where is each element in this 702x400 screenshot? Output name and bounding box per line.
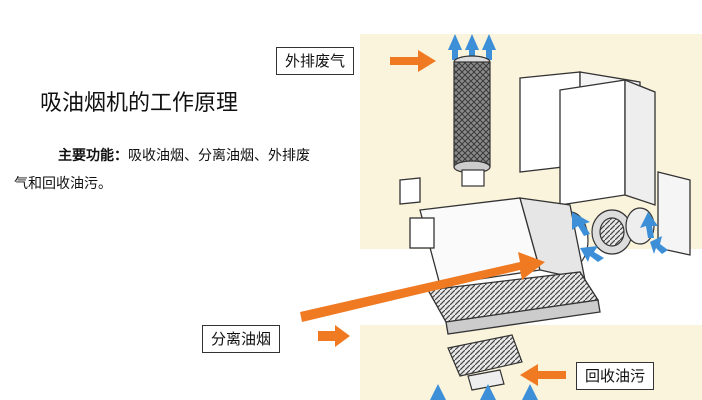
exhaust-out-arrows-icon <box>448 34 496 60</box>
description-text: 吸收油烟、分离油烟、外排废气和回收油污。 <box>14 148 310 192</box>
function-description: 主要功能：吸收油烟、分离油烟、外排废气和回收油污。 <box>14 142 314 198</box>
recover-label: 回收油污 <box>576 362 655 390</box>
separate-flow-arrow-icon <box>300 252 545 322</box>
separate-label: 分离油烟 <box>202 325 281 353</box>
description-lead: 主要功能： <box>58 148 128 164</box>
hood-housing <box>519 71 691 256</box>
separator-body <box>399 177 601 335</box>
exhaust-label: 外排废气 <box>276 47 355 75</box>
oil-cup <box>447 334 523 391</box>
label-pointer-arrows-icon <box>318 50 566 386</box>
intake-arrows-icon <box>430 384 538 400</box>
diagram-title: 吸油烟机的工作原理 <box>40 91 239 116</box>
airflow-arrows-icon <box>572 212 668 262</box>
exhaust-duct <box>453 55 491 187</box>
